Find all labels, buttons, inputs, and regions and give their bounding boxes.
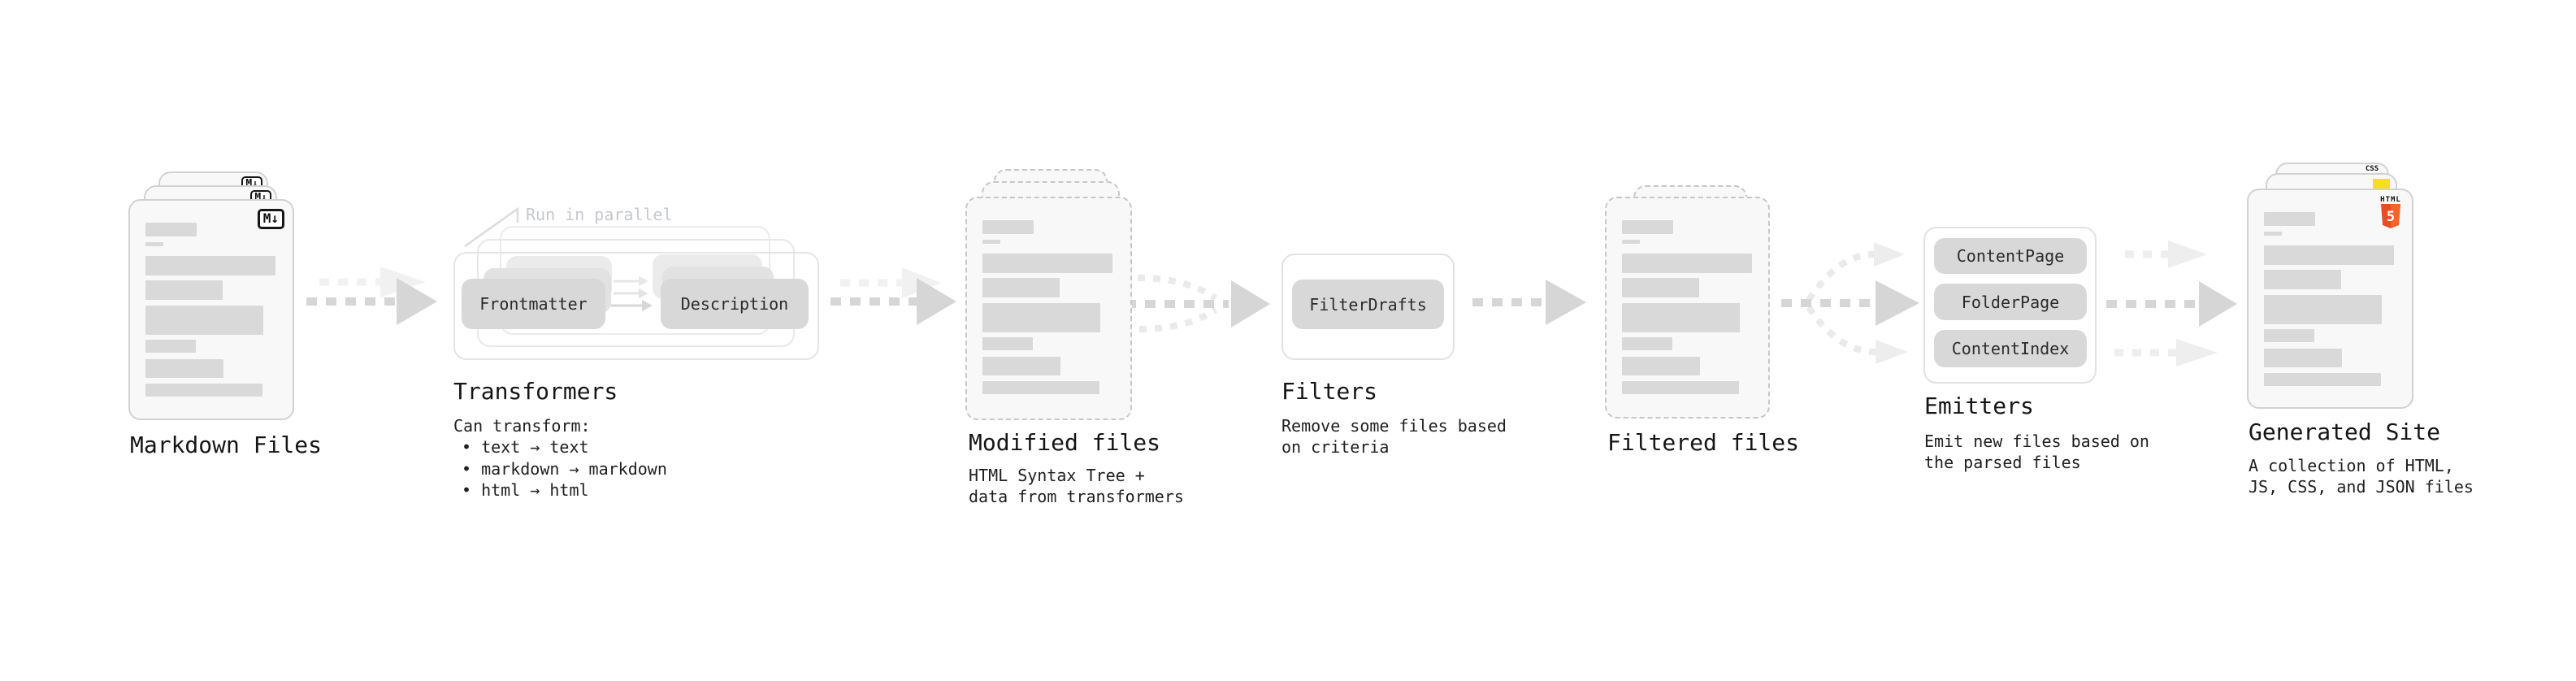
markdown-icon: M↓: [257, 209, 284, 229]
subtitle-line: Emit new files based on: [1924, 432, 2149, 451]
html5-icon-label: HTML: [2380, 196, 2401, 204]
stage-title-filtered-files: Filtered files: [1607, 429, 1800, 456]
doc-placeholder-lines: [1622, 220, 1753, 394]
emitters-subtitle: Emit new files based on the parsed files: [1924, 431, 2149, 473]
css-icon-label: CSS: [2365, 165, 2379, 173]
arrow-filtered-to-emitters: [1781, 242, 1919, 364]
emitter-pill-folderpage: FolderPage: [1934, 284, 2087, 320]
transformers-bullet-list: text → text markdown → markdown html → h…: [453, 436, 667, 501]
subtitle-line: JS, CSS, and JSON files: [2249, 477, 2474, 497]
subtitle-line: Remove some files based: [1281, 416, 1507, 436]
subtitle-line: on criteria: [1281, 437, 1390, 457]
arrow-filters-to-filtered: [1472, 280, 1586, 325]
transformer-pill-frontmatter: Frontmatter: [462, 279, 605, 329]
transformer-pill-description: Description: [661, 279, 809, 329]
bullet-item: markdown → markdown: [453, 458, 667, 480]
svg-text:5: 5: [2387, 209, 2395, 225]
generated-site-card-front: HTML 5: [2247, 189, 2413, 409]
doc-placeholder-lines: [2264, 212, 2396, 386]
arrow-modified-to-filters: [1125, 275, 1270, 332]
js-icon: [2373, 179, 2390, 189]
filtered-file-card-front: [1605, 197, 1770, 419]
stage-title-modified-files: Modified files: [969, 429, 1161, 456]
doc-placeholder-lines: [982, 220, 1115, 394]
generated-site-subtitle: A collection of HTML, JS, CSS, and JSON …: [2249, 455, 2474, 497]
bullet-item: text → text: [453, 436, 667, 458]
emitter-pill-contentpage: ContentPage: [1934, 238, 2087, 274]
transformer-group-front: [453, 252, 819, 360]
stage-title-emitters: Emitters: [1924, 393, 2034, 419]
stage-title-markdown-files: Markdown Files: [130, 432, 323, 458]
html5-icon: HTML 5: [2380, 193, 2401, 228]
emitter-pill-contentindex: ContentIndex: [1934, 330, 2087, 367]
stage-title-transformers: Transformers: [453, 378, 618, 405]
arrow-transformers-to-modified: [830, 267, 956, 325]
filters-subtitle: Remove some files based on criteria: [1281, 415, 1507, 458]
modified-file-card-front: [965, 197, 1132, 420]
subtitle-line: the parsed files: [1924, 453, 2081, 472]
subtitle-line: HTML Syntax Tree +: [969, 466, 1145, 485]
css-icon: CSS: [2363, 166, 2381, 173]
run-in-parallel-annotation: Run in parallel: [526, 205, 673, 224]
bullet-item: html → html: [453, 479, 667, 501]
markdown-file-card-front: M↓: [128, 199, 294, 420]
html5-shield: 5: [2381, 204, 2400, 228]
arrow-emitters-to-generated: [2106, 241, 2237, 367]
modified-files-subtitle: HTML Syntax Tree + data from transformer…: [969, 465, 1184, 507]
stage-title-generated-site: Generated Site: [2249, 419, 2441, 445]
arrow-markdown-to-transformers: [306, 267, 437, 325]
doc-placeholder-lines: [145, 223, 277, 397]
subtitle-line: A collection of HTML,: [2249, 456, 2454, 475]
subtitle-line: data from transformers: [969, 487, 1184, 506]
filter-pill-filterdrafts: FilterDrafts: [1292, 280, 1444, 329]
transformers-note-heading: Can transform:: [453, 416, 591, 436]
stage-title-filters: Filters: [1281, 378, 1378, 405]
